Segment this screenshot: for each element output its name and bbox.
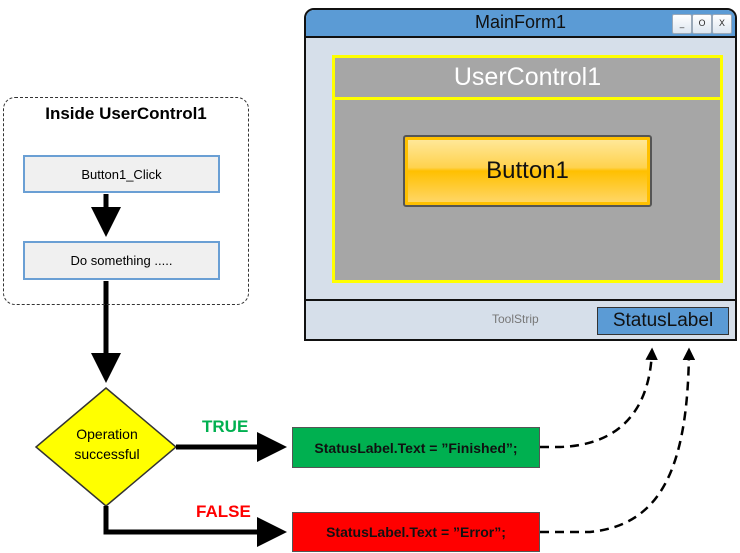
step-button1-click: Button1_Click (23, 155, 220, 193)
decision-label-line2: successful (74, 446, 140, 462)
maximize-button[interactable]: O (692, 14, 712, 34)
minimize-button[interactable]: _ (672, 14, 692, 34)
window-titlebar[interactable]: MainForm1 _ O X (306, 10, 735, 38)
decision-label-line1: Operation (76, 426, 138, 442)
decision-label: Operation successful (37, 424, 177, 464)
mainform-window: MainForm1 _ O X UserControl1 Button1 Too… (304, 8, 737, 341)
button1[interactable]: Button1 (403, 135, 652, 207)
close-button[interactable]: X (712, 14, 732, 34)
dashed-arrow-false-to-status (540, 347, 696, 534)
toolstrip-label: ToolStrip (492, 312, 539, 326)
dashed-arrow-true-to-status (540, 347, 658, 449)
window-title: MainForm1 (474, 12, 567, 32)
step-do-something: Do something ..... (23, 241, 220, 280)
arrow-false (103, 506, 287, 547)
status-label: StatusLabel (597, 307, 729, 335)
false-branch-label: FALSE (196, 502, 251, 521)
inside-usercontrol-container (3, 97, 249, 305)
toolstrip: ToolStrip StatusLabel (306, 299, 735, 339)
usercontrol-title: UserControl1 (335, 58, 720, 100)
usercontrol-panel: UserControl1 Button1 (332, 55, 723, 283)
true-branch-label: TRUE (202, 417, 249, 436)
code-error-box: StatusLabel.Text = ”Error”; (292, 512, 540, 552)
code-finished-box: StatusLabel.Text = ”Finished”; (292, 427, 540, 468)
inside-usercontrol-title: Inside UserControl1 (45, 104, 207, 123)
